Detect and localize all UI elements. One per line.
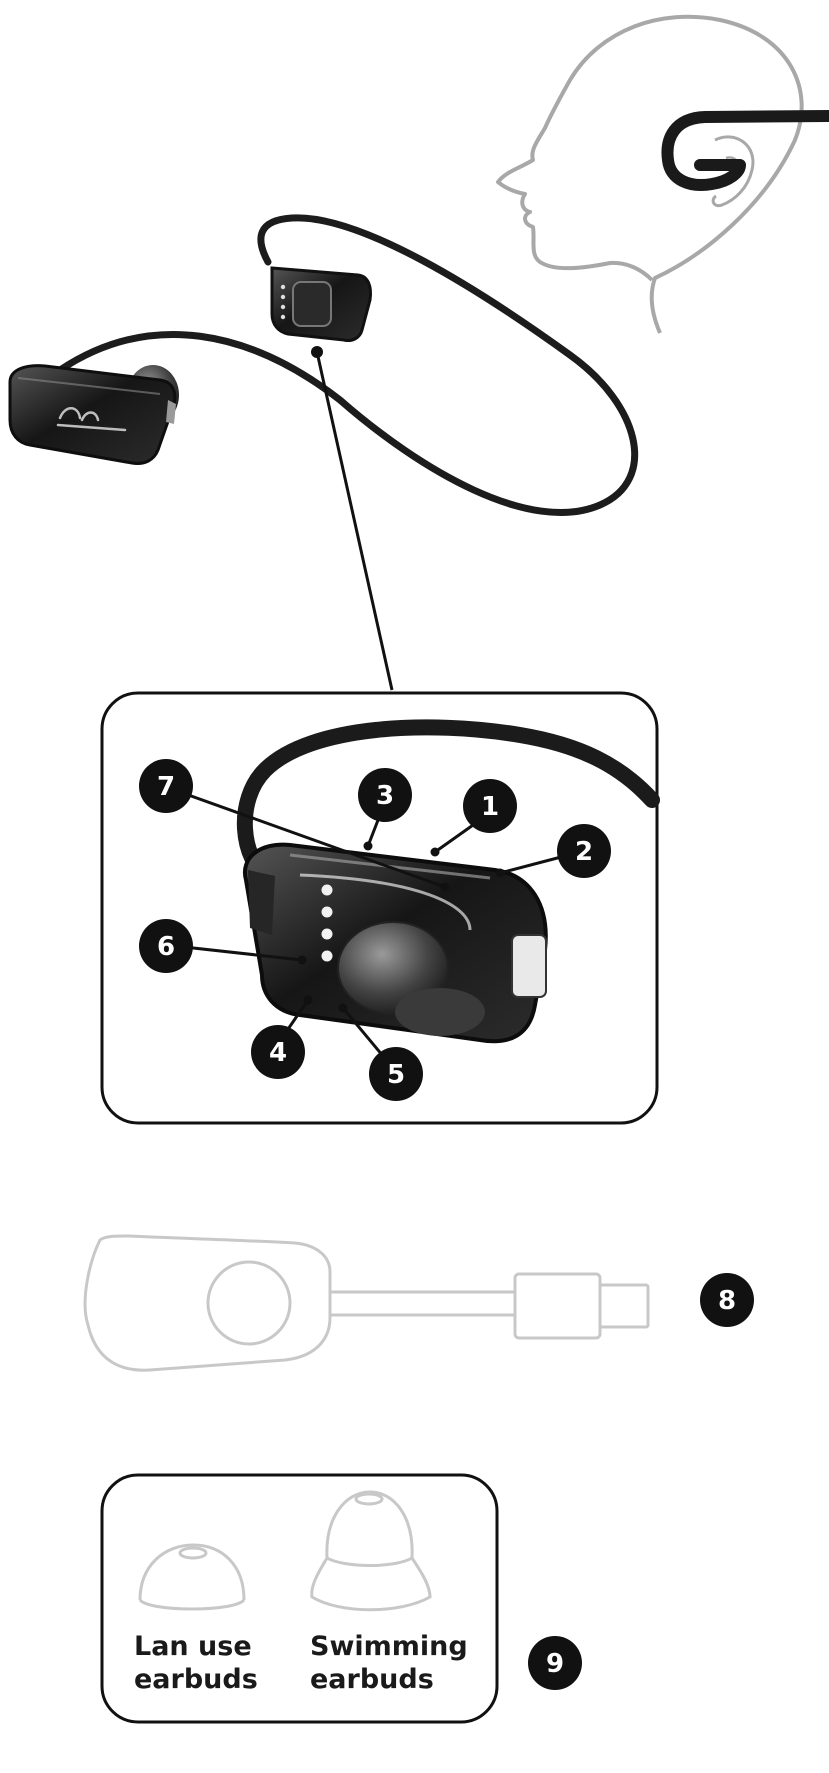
svg-text:3: 3 bbox=[376, 781, 394, 811]
swimming-earbuds-label-1: Swimming bbox=[310, 1631, 468, 1662]
head-silhouette-icon bbox=[498, 17, 829, 333]
zoom-leader bbox=[311, 346, 392, 690]
callout-6: 6 bbox=[139, 919, 193, 973]
lan-earbuds-label-1: Lan use bbox=[134, 1631, 252, 1662]
usb-charging-cable-icon bbox=[85, 1236, 648, 1370]
callout-9: 9 bbox=[528, 1636, 582, 1690]
callout-5: 5 bbox=[369, 1047, 423, 1101]
svg-text:4: 4 bbox=[269, 1038, 287, 1068]
right-earpiece bbox=[272, 268, 371, 341]
svg-text:9: 9 bbox=[546, 1649, 564, 1679]
earbuds-box: Lan use earbuds Swimming earbuds bbox=[102, 1475, 497, 1722]
callout-4: 4 bbox=[251, 1025, 305, 1079]
svg-text:7: 7 bbox=[157, 772, 175, 802]
callout-3: 3 bbox=[358, 768, 412, 822]
callout-7: 7 bbox=[139, 759, 193, 813]
callout-2: 2 bbox=[557, 824, 611, 878]
swimming-earbuds-label-2: earbuds bbox=[310, 1664, 434, 1695]
lan-earbuds-label-2: earbuds bbox=[134, 1664, 258, 1695]
svg-text:6: 6 bbox=[157, 932, 175, 962]
svg-text:8: 8 bbox=[718, 1286, 736, 1316]
svg-text:5: 5 bbox=[387, 1060, 405, 1090]
svg-text:1: 1 bbox=[481, 792, 499, 822]
left-earpiece bbox=[10, 365, 179, 463]
svg-text:2: 2 bbox=[575, 837, 593, 867]
callout-1: 1 bbox=[463, 779, 517, 833]
callout-8: 8 bbox=[700, 1273, 754, 1327]
